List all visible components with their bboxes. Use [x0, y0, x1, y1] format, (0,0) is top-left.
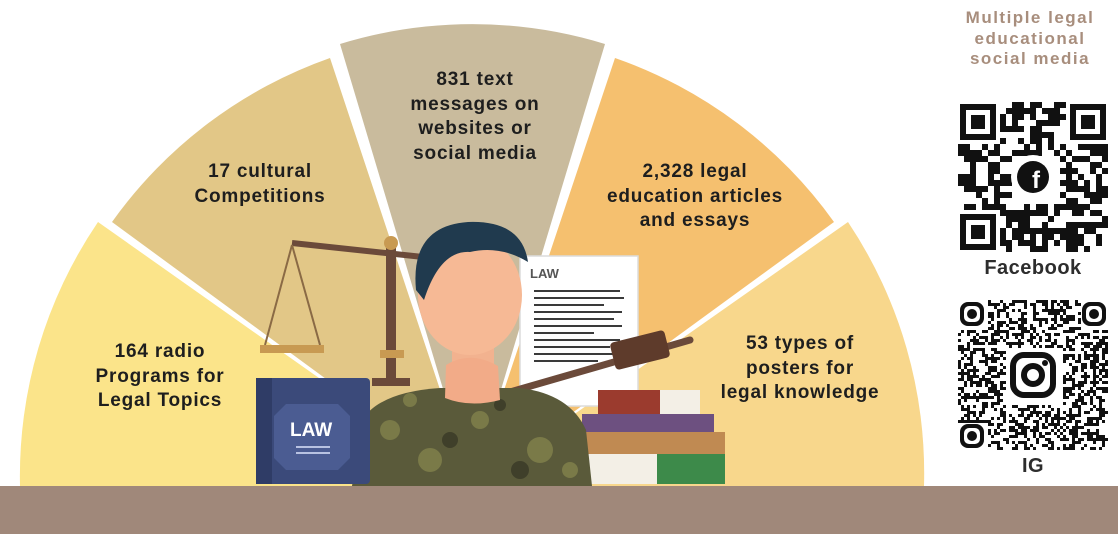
law-book-label: LAW: [290, 420, 333, 441]
book-stack: [575, 390, 725, 484]
semicircle-fan: [19, 24, 925, 486]
law-book: [256, 378, 370, 484]
instagram-qr-code[interactable]: [958, 300, 1108, 450]
svg-text:f: f: [1032, 167, 1041, 194]
instagram-icon: [1010, 352, 1056, 398]
law-document-label: LAW: [530, 266, 559, 281]
desk-bar: [0, 486, 1118, 534]
gavel-icon: [506, 330, 694, 396]
soldier-figure: [352, 221, 592, 486]
facebook-label: Facebook: [984, 257, 1082, 279]
facebook-icon: [1017, 161, 1049, 193]
instagram-label: IG: [1021, 455, 1045, 477]
facebook-qr-code[interactable]: f: [958, 102, 1108, 252]
